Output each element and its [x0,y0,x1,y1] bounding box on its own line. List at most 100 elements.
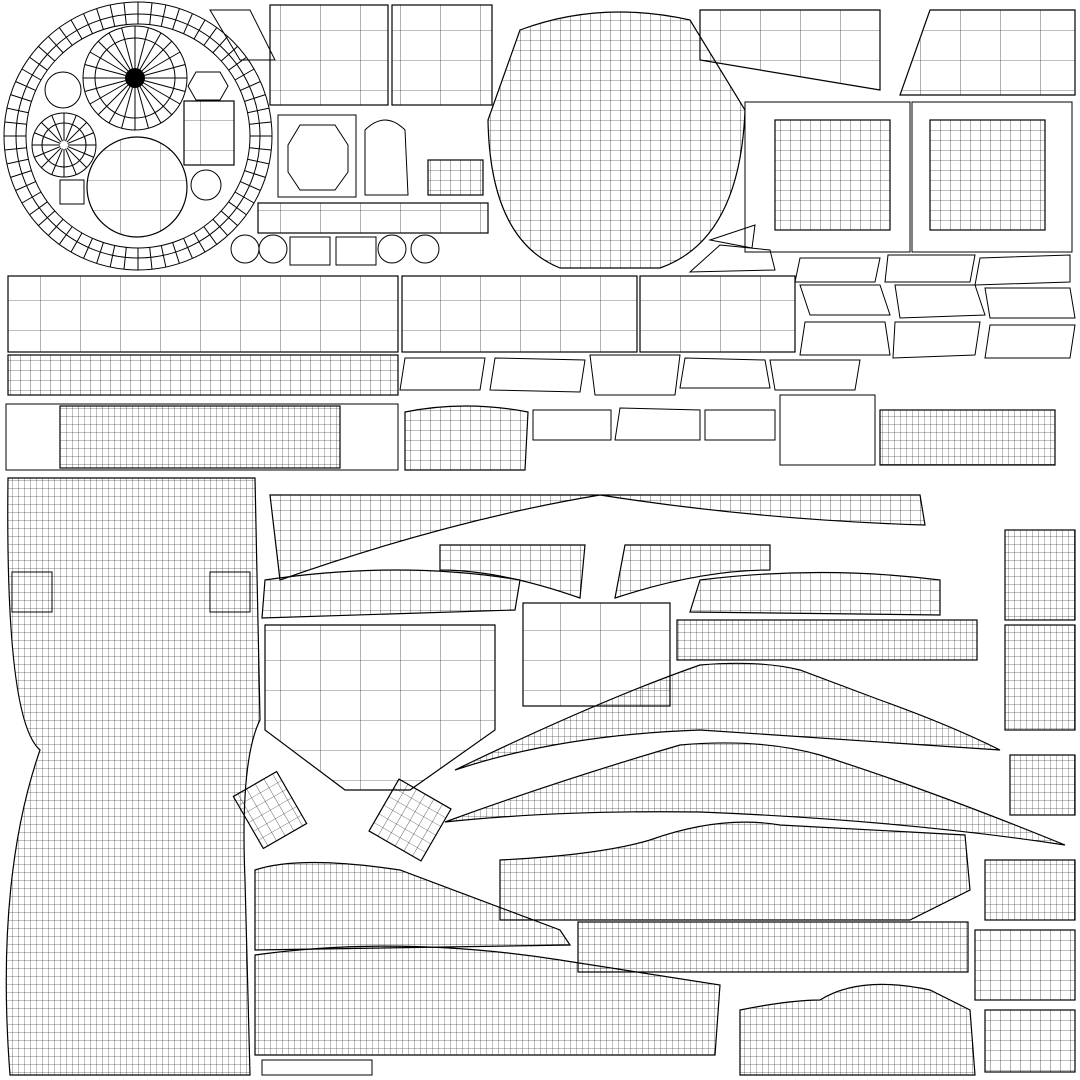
spoke-line [83,238,93,259]
panel-quad [799,284,891,316]
spoke-line [58,27,73,46]
panel-quad [894,284,986,319]
spoke-line [10,170,32,178]
panel-quad [614,407,701,441]
spoke-line [172,242,180,264]
strip [7,354,399,396]
spoke-line [172,8,180,30]
panel [391,4,493,106]
part [232,770,308,850]
spoke-line [65,148,77,175]
spoke-line [149,247,153,270]
spoke-line [244,94,266,102]
spoke-line [89,82,127,105]
spoke-line [66,147,87,168]
spoke-line [220,45,238,62]
panel-quad [769,359,861,391]
spoke-line [247,107,270,114]
spoke-line [96,242,104,264]
spoke-line [247,158,270,165]
spoke-line [183,238,193,259]
strip [5,403,399,471]
spoke-line [249,121,272,125]
side-island [254,861,572,951]
spoke-line [183,13,193,34]
spoke-line [228,56,247,71]
spoke-line [240,181,261,191]
strip [7,275,399,353]
spoke-line [15,181,36,191]
spoke-line [84,64,126,76]
spoke-line [143,51,181,74]
spoke-line [4,121,27,125]
spoke-line [139,32,162,70]
spoke-line [41,122,62,143]
panel-quad [704,409,776,441]
part [1009,754,1076,816]
spoke-line [84,80,126,92]
panel-quads [399,254,1076,441]
part [984,1009,1076,1073]
spoke-line [4,147,27,151]
spoke-line [108,32,131,70]
spoke-line [143,82,181,105]
part [974,929,1076,1001]
roof-island [269,494,926,581]
spoke-line [137,27,149,69]
spoke-line [228,201,247,216]
spoke-line [203,226,218,245]
spoke-line [109,4,116,27]
panel-quad [679,357,771,389]
spoke-line [234,68,255,81]
floor-island [5,477,261,1076]
spoke-line [34,132,61,144]
spoke-line [38,210,56,227]
spoke-line [29,201,48,216]
strip [577,921,969,973]
window-frames [744,101,1073,253]
panel-quad [892,321,981,359]
spoke-line [41,147,62,168]
spoke-line [89,51,127,74]
spoke-line [144,64,186,76]
spoke-line [21,191,42,204]
spoke-line [137,87,149,129]
side-island [254,945,721,1056]
part [368,778,452,862]
panel [269,4,389,106]
spoke-line [244,170,266,178]
spoke-line [212,36,229,54]
spoke-line [240,81,261,91]
small-parts [209,9,776,273]
spoke-line [65,115,77,142]
spoke-line [97,84,129,116]
spoke-line [160,245,167,268]
panel-quad [399,357,486,391]
spoke-line [141,84,173,116]
side-island [739,983,976,1076]
spoke-line [149,2,153,25]
panel-quad [799,321,891,356]
spoke-line [97,40,129,72]
spoke-line [193,19,206,40]
strip [59,405,341,469]
spoke-line [38,45,56,62]
spoke-line [83,13,93,34]
part [689,571,941,616]
spoke-line [6,158,29,165]
strip [879,409,1056,466]
spoke-line [67,146,94,158]
panel [899,9,1076,96]
part [264,624,496,791]
panel-quad [794,257,881,283]
spoke-line [144,80,186,92]
spoke-line [249,147,272,151]
spoke-line [96,8,104,30]
spoke-line [234,191,255,204]
spoke-line [10,94,32,102]
part [984,859,1076,921]
panel-quad [489,357,586,393]
spoke-line [47,218,64,236]
spoke-line [193,232,206,253]
side-island [454,662,1001,771]
